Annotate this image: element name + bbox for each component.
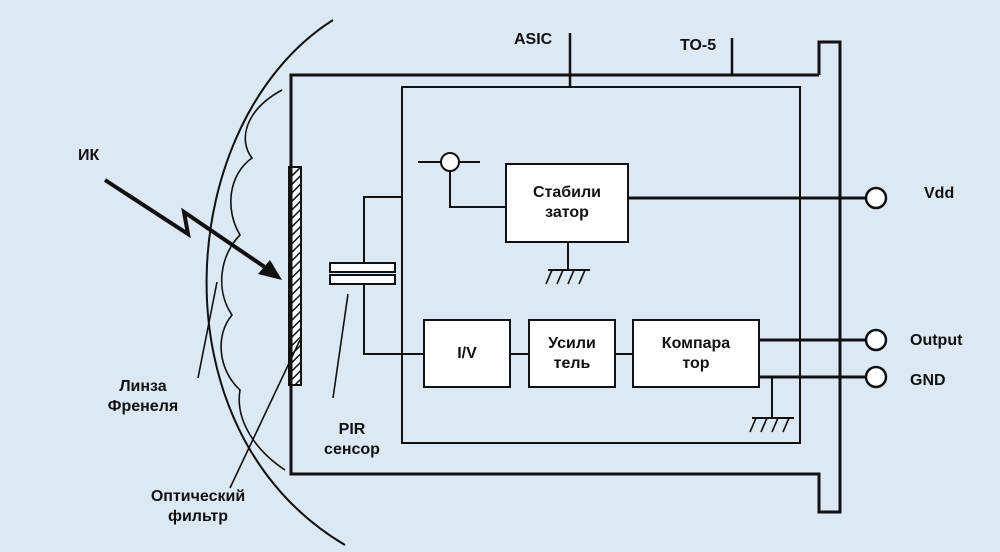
output-terminal (864, 328, 888, 352)
asic-label: ASIC (514, 31, 553, 48)
stabilizer-text-line1: Стабили (532, 184, 601, 201)
amplifier-text-line1: Усили (548, 334, 596, 352)
lens-label-line2: Френеля (107, 398, 179, 415)
lens-inner-profile (220, 89, 286, 471)
filter-label-line1: Оптический (150, 488, 246, 505)
stabilizer-block (505, 163, 629, 243)
vdd-terminal (864, 186, 888, 210)
stabilizer-text-line2: затор (545, 204, 589, 221)
comparator-text: Компара тор (633, 320, 759, 387)
amplifier-text-line2: тель (553, 354, 591, 372)
pir-label-line1: PIR (338, 421, 366, 438)
iv-text: I/V (424, 320, 510, 387)
pir-plate-top (329, 262, 396, 273)
filter-label: Оптический фильтр (140, 487, 256, 527)
iv-text-line: I/V (457, 344, 477, 362)
lens-label-line1: Линза (119, 378, 167, 395)
stabilizer-text: Стабили затор (506, 164, 628, 242)
pir-label-line2: сенсор (324, 441, 380, 458)
ir-arrow (103, 178, 274, 274)
filter-label-line2: фильтр (167, 508, 229, 525)
pir-plate-bottom (329, 274, 396, 285)
stab-input-terminal (440, 152, 460, 172)
ir-label: ИК (78, 147, 100, 164)
to5-label: TO-5 (680, 37, 717, 54)
pir-label: PIR сенсор (312, 420, 392, 460)
to5-housing (289, 40, 842, 514)
comparator-text-line1: Компара (661, 334, 731, 352)
comparator-text-line2: тор (682, 354, 710, 372)
lens-outer-arc (205, 19, 346, 546)
pir-leader (332, 293, 349, 399)
filter-leader (229, 339, 301, 489)
amplifier-block (528, 319, 616, 388)
lens-label: Линза Френеля (100, 377, 186, 417)
asic-box (401, 86, 801, 444)
comparator-block (632, 319, 760, 388)
amplifier-text: Усили тель (529, 320, 615, 387)
ir-arrow-head (258, 260, 282, 280)
lens-leader (197, 281, 218, 379)
vdd-label: Vdd (924, 185, 955, 202)
pir-wire-bottom (363, 284, 424, 355)
output-label: Output (910, 332, 963, 349)
pir-wire-top (363, 196, 402, 263)
gnd-label: GND (910, 372, 946, 389)
gnd-terminal (864, 365, 888, 389)
stab-input-wire (449, 171, 506, 208)
